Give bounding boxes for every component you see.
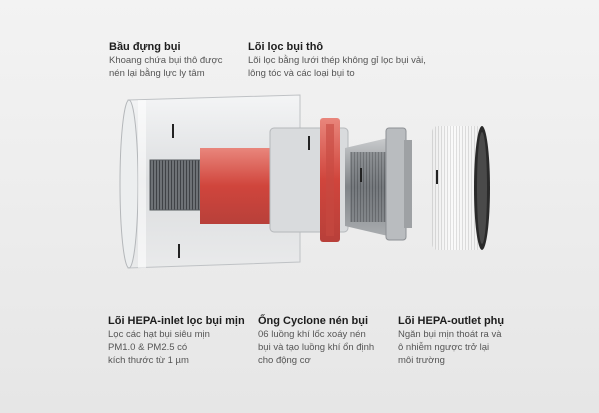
cyclone-callout: Ống Cyclone nén bụi 06 luồng khí lốc xoá…: [258, 314, 408, 367]
hepa-inlet-part: [149, 159, 209, 211]
hepa-outlet-description: Ngăn bụi mịn thoát ra và ô nhiễm ngược t…: [398, 329, 502, 366]
coarse-filter-callout: Lõi lọc bụi thô Lõi lọc bằng lưới thép k…: [248, 40, 488, 80]
hepa-outlet-part: [432, 126, 490, 250]
hepa-outlet-pointer: [436, 170, 438, 184]
coarse-filter-part: [345, 127, 412, 241]
dust-bin-pointer: [172, 124, 174, 138]
coarse-filter-description: Lõi lọc bằng lưới thép không gỉ lọc bụi …: [248, 55, 426, 79]
dust-bin-description: Khoang chứa bụi thô được nén lại bằng lự…: [109, 55, 223, 79]
coarse-filter-pointer: [308, 136, 310, 150]
hepa-inlet-title: Lõi HEPA-inlet lọc bụi mịn: [108, 315, 245, 327]
cyclone-description: 06 luồng khí lốc xoáy nén bụi và tạo luồ…: [258, 329, 375, 366]
hepa-inlet-description: Lọc các hạt bụi siêu mịn PM1.0 & PM2.5 c…: [108, 329, 210, 366]
dust-bin-callout: Bầu đựng bụi Khoang chứa bụi thô được né…: [109, 40, 259, 80]
cyclone-title: Ống Cyclone nén bụi: [258, 315, 369, 327]
hepa-inlet-pointer: [178, 244, 180, 258]
dust-bin-title: Bầu đựng bụi: [109, 41, 181, 53]
hepa-inlet-callout: Lõi HEPA-inlet lọc bụi mịn Lọc các hạt b…: [108, 314, 268, 367]
cyclone-part: [200, 118, 349, 242]
coarse-filter-title: Lõi lọc bụi thô: [248, 41, 324, 53]
hepa-outlet-title: Lõi HEPA-outlet phụ: [398, 315, 505, 327]
hepa-outlet-callout: Lõi HEPA-outlet phụ Ngăn bụi mịn thoát r…: [398, 314, 548, 367]
cyclone-pointer: [360, 168, 362, 182]
